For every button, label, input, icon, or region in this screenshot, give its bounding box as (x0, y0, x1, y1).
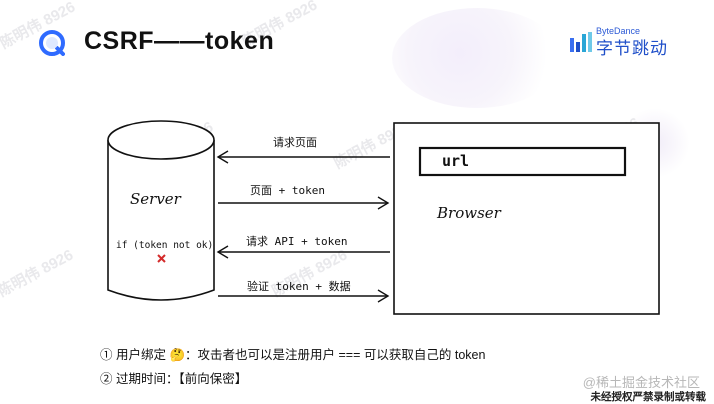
arrow-label-verify-token: 验证 token + 数据 (247, 280, 351, 293)
browser-label: Browser (437, 204, 501, 222)
note-item-2: ② 过期时间：【前向保密】 (100, 368, 247, 387)
note-text: 用户绑定 🤔：攻击者也可以是注册用户 === 可以获取自己的 token (116, 348, 486, 362)
url-label: url (442, 152, 470, 170)
condition-label: if (token not ok) (116, 240, 214, 251)
bytedance-bars-icon (570, 32, 592, 52)
url-bar (418, 146, 627, 177)
note-item-1: ① 用户绑定 🤔：攻击者也可以是注册用户 === 可以获取自己的 token (100, 344, 485, 363)
brand-chinese: 字节跳动 (596, 39, 668, 58)
server-cylinder (107, 120, 215, 301)
bytedance-logo: ByteDance 字节跳动 (570, 26, 688, 58)
server-label: Server (130, 190, 181, 208)
slide-title: CSRF——token (84, 27, 275, 55)
arrow-label-page-token: 页面 + token (250, 184, 325, 197)
footer-copyright: 未经授权严禁录制或转载 (590, 391, 707, 403)
note-marker: ② (100, 372, 113, 386)
arrow-label-request-api: 请求 API + token (246, 235, 348, 248)
arrow-label-request-page: 请求页面 (273, 136, 317, 149)
note-marker: ① (100, 348, 113, 362)
astronaut-decoration (392, 8, 562, 108)
app-logo-icon (39, 30, 65, 56)
cross-icon (157, 254, 166, 263)
brand-english: ByteDance (596, 26, 641, 36)
note-text: 过期时间：【前向保密】 (116, 372, 248, 386)
footer-site-label: @稀土掘金技术社区 (582, 375, 700, 390)
